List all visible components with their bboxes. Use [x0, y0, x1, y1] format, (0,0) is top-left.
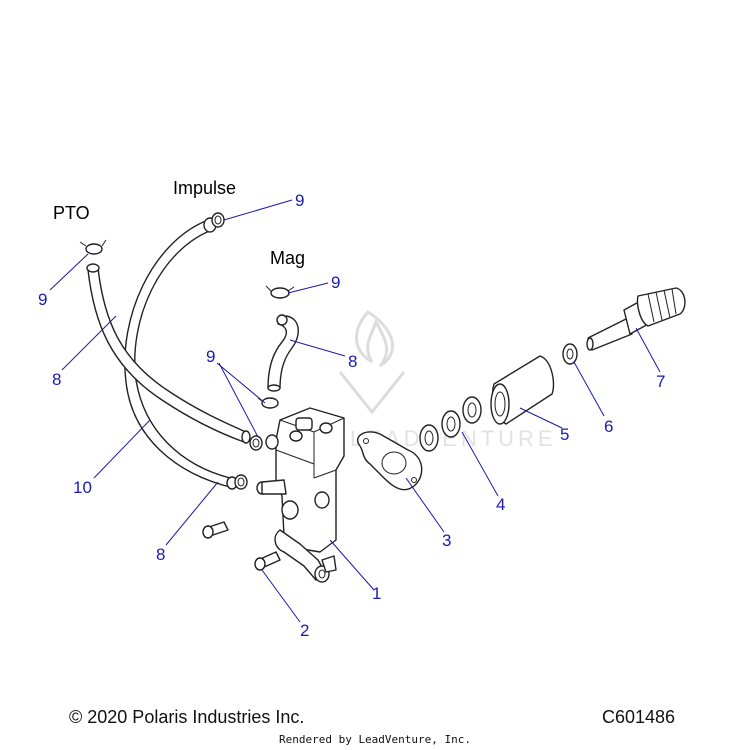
washer-4-a [419, 424, 439, 452]
hose-8-mag [267, 314, 299, 392]
gasket-3 [357, 431, 423, 491]
callout-5: 5 [560, 425, 569, 444]
clamp-9-pto [79, 239, 107, 255]
callout-9-pto: 9 [38, 290, 47, 309]
copyright-text: © 2020 Polaris Industries Inc. [69, 707, 305, 727]
callout-1: 1 [372, 584, 381, 603]
leader-lines [49, 199, 661, 623]
heading-pto: PTO [53, 203, 90, 223]
heading-mag: Mag [270, 248, 305, 268]
bolt-2-lower [254, 551, 281, 571]
hose-10 [124, 217, 238, 490]
washer-4-c [462, 396, 482, 424]
hose-8-pto [86, 263, 251, 444]
drive-shaft-7 [586, 287, 686, 351]
callout-9-mag: 9 [331, 273, 340, 292]
clamp-9-center-b [249, 435, 263, 451]
clamp-9-center-c [234, 474, 248, 490]
heading-impulse: Impulse [173, 178, 236, 198]
callout-6: 6 [604, 417, 613, 436]
callout-3: 3 [442, 531, 451, 550]
callout-2: 2 [300, 621, 309, 640]
clamp-9-center-a [257, 397, 279, 409]
rendered-by-text: Rendered by LeadVenture, Inc. [278, 733, 472, 746]
washer-6 [562, 343, 578, 365]
callout-7: 7 [656, 372, 665, 391]
callout-8-lower: 8 [156, 545, 165, 564]
bolt-2-upper [202, 521, 229, 539]
callout-9-center: 9 [206, 347, 215, 366]
clamp-9-mag [265, 285, 295, 299]
diagram-code: C601486 [602, 707, 676, 727]
clamp-9-impulse [211, 212, 225, 228]
callout-4: 4 [496, 495, 505, 514]
callout-8-mag: 8 [348, 352, 357, 371]
callout-8-pto: 8 [52, 370, 61, 389]
callout-10: 10 [73, 478, 92, 497]
oil-pump-1 [256, 407, 345, 583]
callout-9-impulse: 9 [295, 191, 304, 210]
washer-4-b [441, 410, 461, 438]
sleeve-5 [490, 355, 555, 425]
